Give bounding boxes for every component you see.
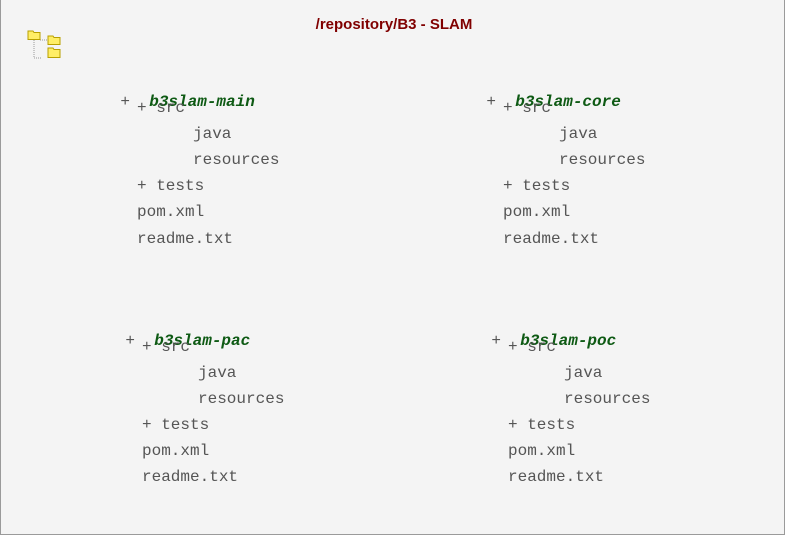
folder-java[interactable]: java: [564, 364, 603, 382]
page-title: /repository/B3 - SLAM: [315, 16, 473, 33]
module-header[interactable]: + b3slam-poc: [453, 311, 616, 371]
folder-tests[interactable]: + tests: [508, 416, 576, 434]
folder-src[interactable]: + src: [503, 99, 552, 117]
folder-java[interactable]: java: [198, 364, 237, 382]
folder-resources[interactable]: resources: [193, 151, 280, 169]
folder-src[interactable]: + src: [137, 99, 186, 117]
file-pom[interactable]: pom.xml: [503, 203, 571, 221]
module-name: b3slam-poc: [520, 332, 617, 350]
file-readme[interactable]: readme.txt: [142, 468, 239, 486]
folder-java[interactable]: java: [559, 125, 598, 143]
folder-resources[interactable]: resources: [559, 151, 646, 169]
module-name: b3slam-pac: [154, 332, 251, 350]
module-header[interactable]: + b3slam-core: [448, 72, 621, 132]
module-name: b3slam-core: [515, 93, 621, 111]
folder-resources[interactable]: resources: [198, 390, 285, 408]
expand-toggle[interactable]: +: [120, 93, 131, 111]
file-readme[interactable]: readme.txt: [503, 230, 600, 248]
module-header[interactable]: + b3slam-main: [82, 72, 255, 132]
folder-tests[interactable]: + tests: [137, 177, 205, 195]
folder-tree-icon: [27, 30, 61, 59]
folder-tests[interactable]: + tests: [142, 416, 210, 434]
expand-toggle[interactable]: +: [125, 332, 136, 350]
file-readme[interactable]: readme.txt: [508, 468, 605, 486]
file-readme[interactable]: readme.txt: [137, 230, 234, 248]
folder-tests[interactable]: + tests: [503, 177, 571, 195]
file-pom[interactable]: pom.xml: [137, 203, 205, 221]
module-header[interactable]: + b3slam-pac: [87, 311, 250, 371]
folder-java[interactable]: java: [193, 125, 232, 143]
module-name: b3slam-main: [149, 93, 255, 111]
file-pom[interactable]: pom.xml: [508, 442, 576, 460]
folder-resources[interactable]: resources: [564, 390, 651, 408]
folder-src[interactable]: + src: [508, 338, 557, 356]
folder-src[interactable]: + src: [142, 338, 191, 356]
file-pom[interactable]: pom.xml: [142, 442, 210, 460]
expand-toggle[interactable]: +: [486, 93, 497, 111]
expand-toggle[interactable]: +: [491, 332, 502, 350]
